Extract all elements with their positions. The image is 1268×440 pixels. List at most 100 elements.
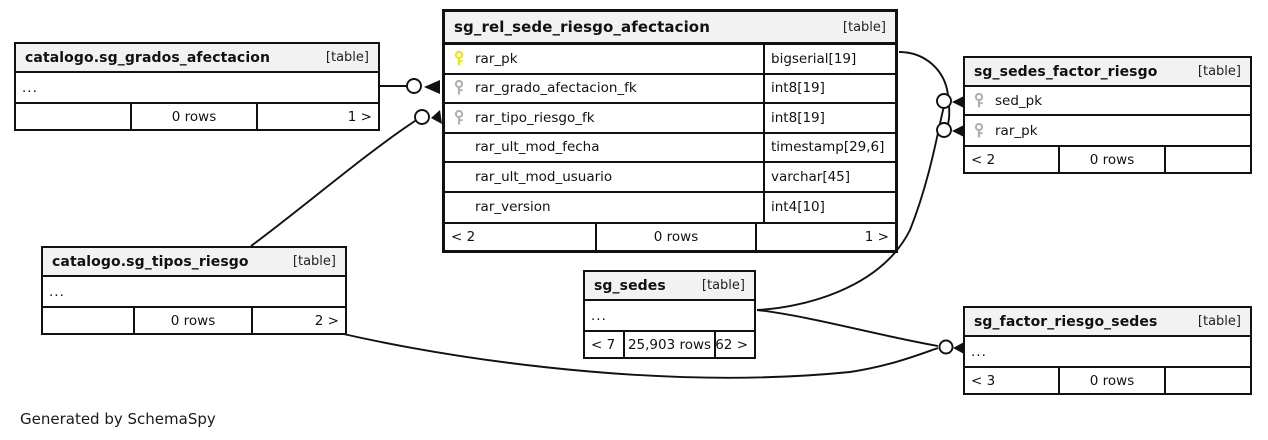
column-name: rar_ult_mod_fecha: [475, 139, 600, 156]
column-name: rar_grado_afectacion_fk: [475, 80, 637, 97]
no-key-spacer: [451, 199, 467, 215]
column-type: varchar[45]: [763, 163, 895, 191]
column-type: int8[19]: [763, 74, 895, 102]
table-row: ...: [585, 301, 754, 330]
footer-cell[interactable]: 62 >: [714, 332, 754, 357]
column-name: rar_tipo_riesgo_fk: [475, 109, 595, 126]
table-name: catalogo.sg_tipos_riesgo: [52, 253, 249, 270]
table-row: sed_pk: [965, 87, 1250, 116]
table-row: rar_pk bigserial[19]: [445, 45, 895, 75]
footer-cell[interactable]: [1164, 368, 1250, 393]
footer-cell[interactable]: < 2: [971, 151, 996, 168]
table-header: sg_rel_sede_riesgo_afectacion[table]: [445, 12, 895, 45]
columns-collapsed-ellipsis: ...: [591, 307, 607, 324]
footer-cell[interactable]: < 7: [591, 336, 616, 353]
table-header: sg_factor_riesgo_sedes [table]: [965, 308, 1250, 337]
footer-cell[interactable]: 0 rows: [595, 224, 755, 250]
table-header: sg_sedes_factor_riesgo [table]: [965, 58, 1250, 87]
table-row: rar_ult_mod_usuario varchar[45]: [445, 163, 895, 193]
column-type: timestamp[29,6]: [763, 133, 895, 161]
table-sg_rel_sede_riesgo_afectacion[interactable]: sg_rel_sede_riesgo_afectacion[table]rar_…: [442, 9, 898, 253]
table-sg_sedes_factor_riesgo[interactable]: sg_sedes_factor_riesgo [table] sed_pk rar_p…: [963, 56, 1252, 174]
columns-collapsed-ellipsis: ...: [971, 343, 987, 360]
credit-text: Generated by SchemaSpy: [20, 410, 216, 428]
table-row: rar_tipo_riesgo_fk int8[19]: [445, 104, 895, 134]
column-name-cell: rar_tipo_riesgo_fk: [445, 109, 763, 126]
column-name-cell: rar_version: [445, 199, 763, 215]
edge-sedes-to-factorsedes: [756, 309, 939, 347]
foreign-key-icon: [971, 122, 987, 139]
footer-cell[interactable]: 2 >: [251, 308, 345, 333]
table-tag: [table]: [1197, 314, 1241, 329]
table-sg_tipos_riesgo[interactable]: catalogo.sg_tipos_riesgo [table]... 0 rows…: [41, 246, 347, 335]
table-row: rar_ult_mod_fecha timestamp[29,6]: [445, 133, 895, 163]
footer-cell[interactable]: [16, 104, 130, 129]
primary-key-icon: [451, 50, 467, 67]
no-key-spacer: [451, 139, 467, 155]
table-columns: ...: [965, 337, 1250, 366]
table-columns: ...: [585, 301, 754, 330]
footer-cell[interactable]: [1164, 147, 1250, 172]
table-name: sg_factor_riesgo_sedes: [974, 313, 1158, 330]
footer-cell[interactable]: < 3: [971, 372, 996, 389]
column-type: bigserial[19]: [763, 45, 895, 73]
edge-tipos-to-rel: [250, 118, 419, 247]
column-type: int8[19]: [763, 104, 895, 132]
table-name: sg_sedes_factor_riesgo: [974, 63, 1158, 80]
table-tag: [table]: [701, 278, 745, 293]
columns-collapsed-ellipsis: ...: [22, 79, 38, 96]
column-type: int4[10]: [763, 192, 895, 222]
footer-cell[interactable]: 25,903 rows: [623, 332, 714, 357]
column-name-cell: sed_pk: [965, 92, 1250, 109]
footer-cell[interactable]: 0 rows: [1058, 147, 1164, 172]
footer-cell[interactable]: 1 >: [256, 104, 378, 129]
foreign-key-icon: [451, 109, 467, 126]
table-tag: [table]: [1197, 64, 1241, 79]
column-name-cell: rar_grado_afectacion_fk: [445, 80, 763, 96]
table-footer: < 2 0 rows: [965, 145, 1250, 172]
column-name: rar_version: [475, 199, 551, 216]
foreign-key-icon: [971, 92, 987, 109]
table-tag: [table]: [842, 19, 886, 35]
columns-collapsed-ellipsis: ...: [49, 283, 65, 300]
table-row: rar_pk: [965, 116, 1250, 145]
table-row: ...: [43, 277, 345, 306]
column-name-cell: rar_ult_mod_usuario: [445, 169, 763, 185]
table-name: catalogo.sg_grados_afectacion: [25, 49, 271, 66]
column-name-cell: rar_pk: [445, 50, 763, 67]
table-name: sg_sedes: [594, 277, 666, 294]
column-name: rar_pk: [995, 122, 1038, 139]
edge-rel-to-sedesfactor: [898, 51, 951, 132]
table-row: ...: [16, 73, 378, 102]
footer-cell[interactable]: [43, 308, 133, 333]
table-header: catalogo.sg_tipos_riesgo [table]: [43, 248, 345, 277]
footer-cell[interactable]: 1 >: [755, 224, 895, 250]
table-tag: [table]: [325, 50, 369, 65]
table-footer: < 3 0 rows: [965, 366, 1250, 393]
column-name: rar_ult_mod_usuario: [475, 168, 613, 185]
column-name: rar_pk: [475, 50, 518, 67]
table-tag: [table]: [292, 254, 336, 269]
table-header: sg_sedes [table]: [585, 272, 754, 301]
foreign-key-icon: [451, 80, 467, 96]
column-name-cell: rar_pk: [965, 122, 1250, 139]
table-columns: sed_pk rar_pk: [965, 87, 1250, 145]
no-key-spacer: [451, 169, 467, 185]
table-row: rar_grado_afectacion_fk int8[19]: [445, 74, 895, 104]
footer-cell[interactable]: < 2: [451, 229, 476, 245]
footer-cell[interactable]: 0 rows: [1058, 368, 1164, 393]
table-columns: ...: [43, 277, 345, 306]
footer-cell[interactable]: 0 rows: [130, 104, 256, 129]
footer-cell[interactable]: 0 rows: [133, 308, 251, 333]
table-row: rar_version int4[10]: [445, 192, 895, 222]
column-name: sed_pk: [995, 92, 1043, 109]
table-sg_grados_afectacion[interactable]: catalogo.sg_grados_afectacion [table]... 0…: [14, 42, 380, 131]
table-columns: ...: [16, 73, 378, 102]
table-sg_factor_riesgo_sedes[interactable]: sg_factor_riesgo_sedes [table]... < 3 0 row…: [963, 306, 1252, 395]
